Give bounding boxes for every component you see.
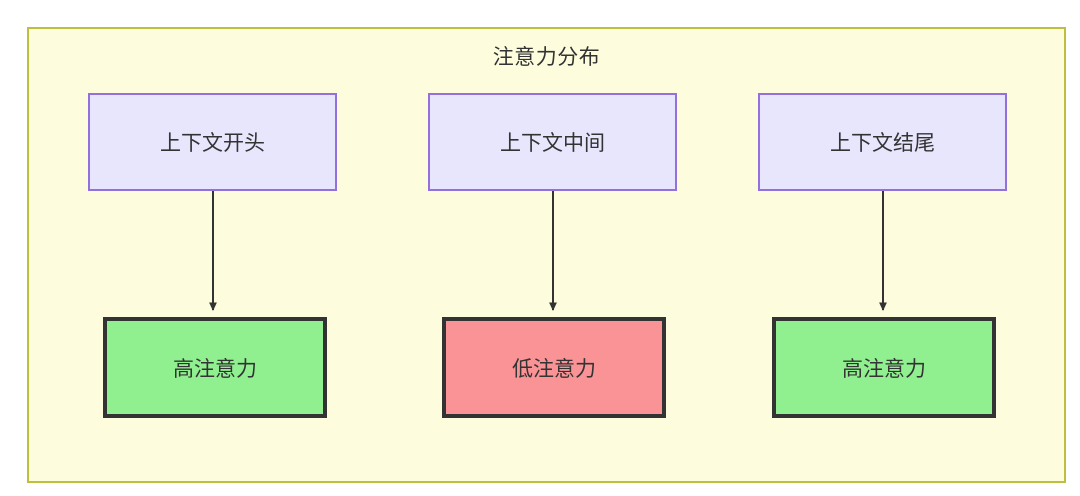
node-label: 高注意力 [173, 357, 257, 381]
node-context-start[interactable]: 上下文开头 [88, 93, 337, 191]
node-attention-high-start[interactable]: 高注意力 [103, 317, 327, 418]
node-label: 上下文结尾 [830, 132, 935, 155]
node-attention-low-middle[interactable]: 低注意力 [442, 317, 666, 418]
node-label: 上下文中间 [500, 132, 605, 155]
diagram-title: 注意力分布 [492, 46, 601, 69]
node-label: 上下文开头 [160, 132, 265, 155]
node-label: 低注意力 [512, 357, 596, 381]
node-context-end[interactable]: 上下文结尾 [758, 93, 1007, 191]
node-label: 高注意力 [842, 357, 926, 381]
node-context-middle[interactable]: 上下文中间 [428, 93, 677, 191]
node-attention-high-end[interactable]: 高注意力 [772, 317, 996, 418]
